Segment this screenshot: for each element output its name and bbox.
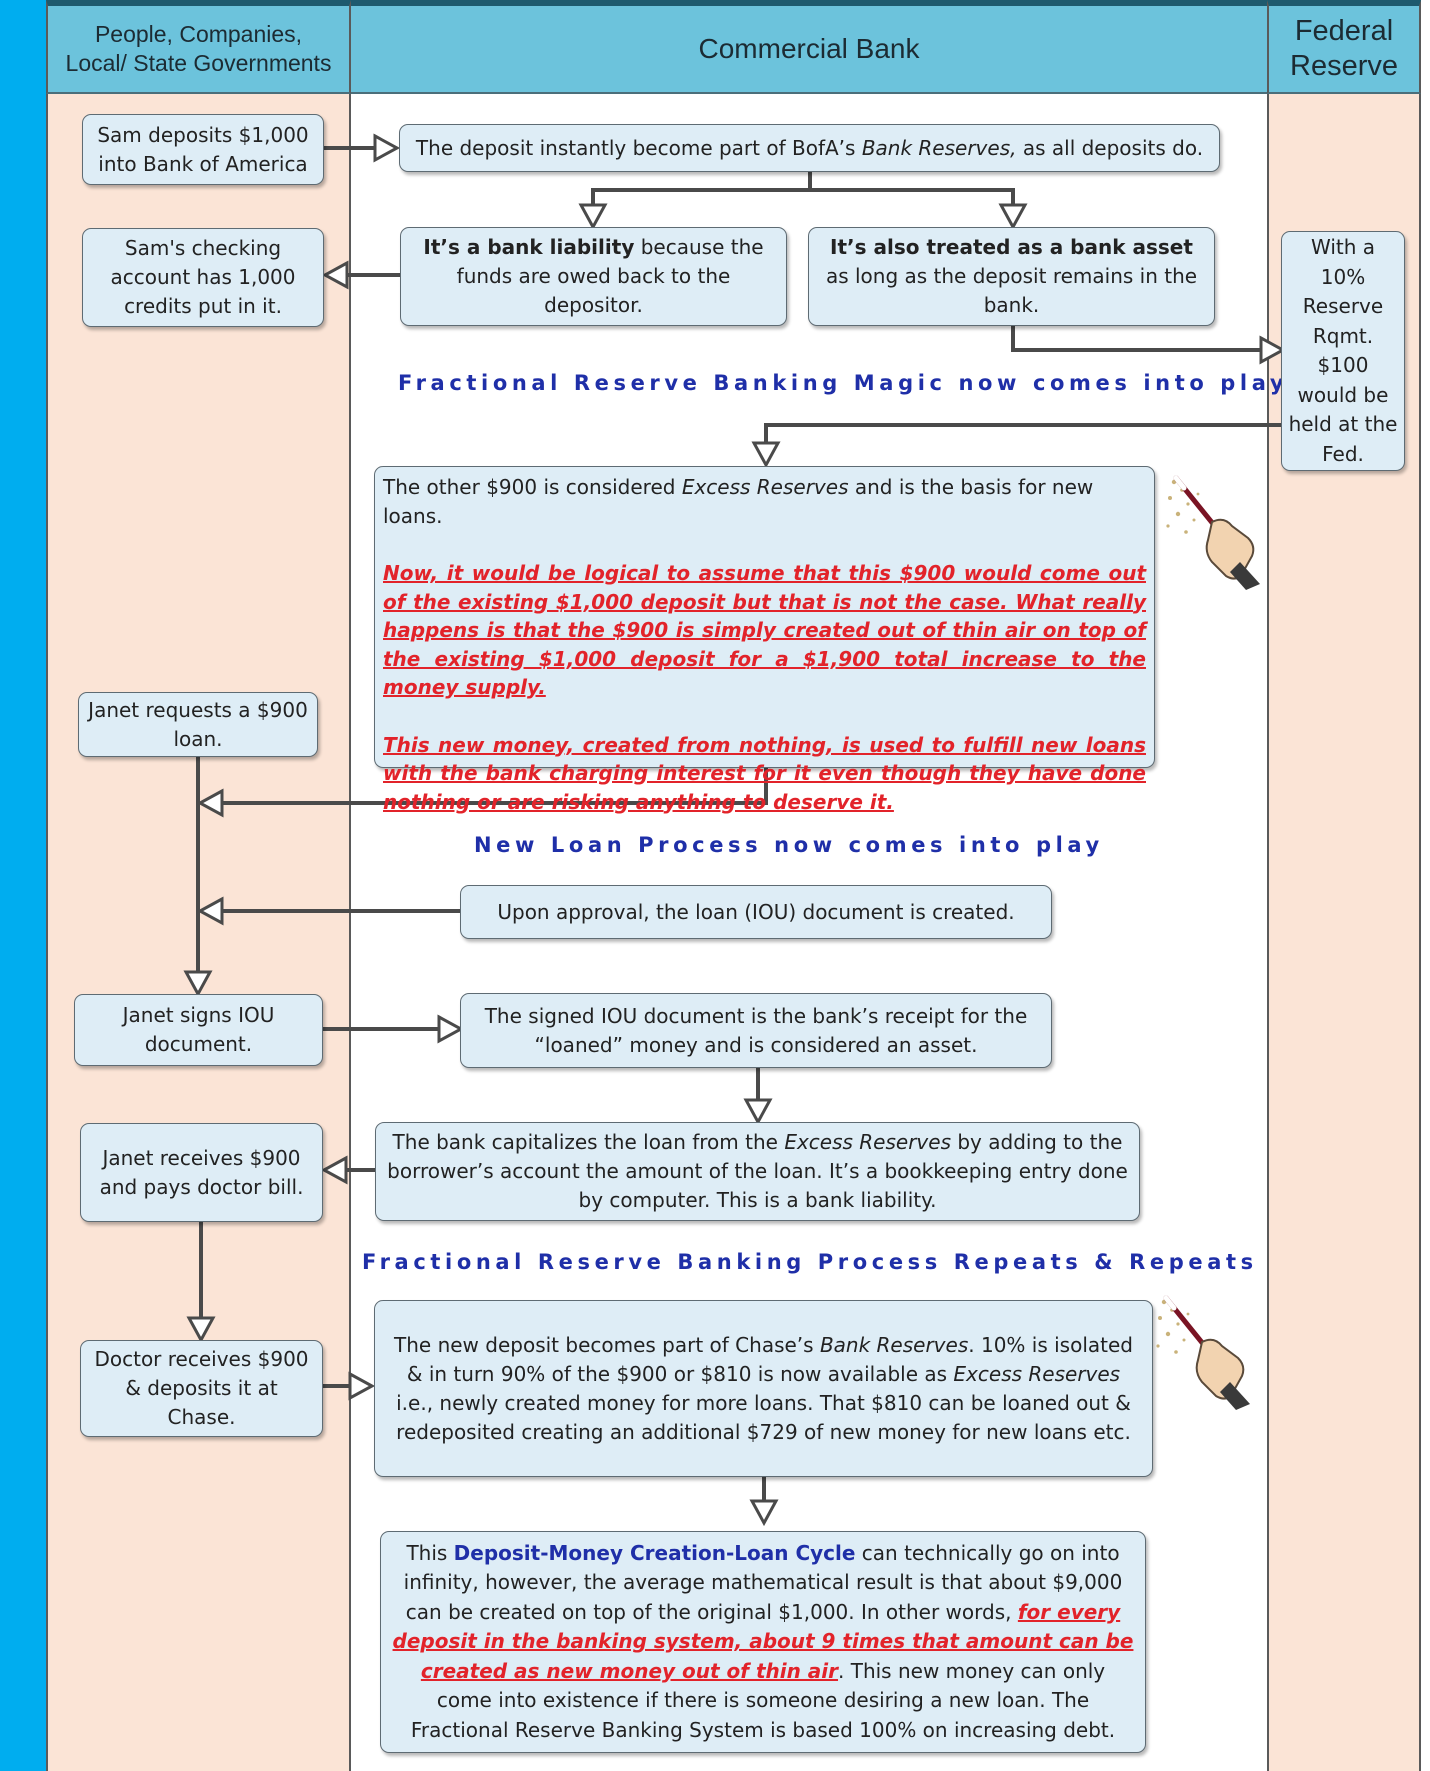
step-janet-signs-text: Janet signs IOU document. (122, 1003, 275, 1056)
step-excess-reserves: The other $900 is considered Excess Rese… (374, 466, 1155, 814)
step-bank-reserves-text: The deposit instantly become part of Bof… (416, 134, 1203, 163)
magic-wand-icon (1166, 475, 1260, 590)
step-janet-requests: Janet requests a $900 loan. (78, 692, 318, 757)
text-fragment: by adding to the borrower’s account the … (387, 1130, 1128, 1212)
text-fragment: This (406, 1540, 454, 1565)
text-fragment: The other $900 is considered (383, 475, 682, 499)
step-janet-receives-text: Janet receives $900 and pays doctor bill… (99, 1145, 304, 1199)
text-emphasis: Bank Reserves, (861, 135, 1017, 160)
text-bold: It’s also treated as a bank asset (830, 235, 1193, 259)
text-fragment: i.e., newly created money for more loans… (396, 1390, 1131, 1444)
step-iou-receipt: The signed IOU document is the bank’s re… (460, 993, 1052, 1068)
step-sam-checking-text: Sam's checking account has 1,000 credits… (110, 236, 296, 318)
arrowhead-down (578, 203, 608, 231)
arrowhead-left (196, 896, 224, 926)
arrowhead-down (183, 970, 213, 998)
step-iou-created: Upon approval, the loan (IOU) document i… (460, 885, 1052, 939)
step-bank-liability: It’s a bank liability because the funds … (400, 227, 787, 326)
step-bank-reserves: The deposit instantly become part of Bof… (399, 124, 1220, 172)
arrow-excess-to-janet (218, 766, 768, 805)
lane-header-fed-label: Federal Reserve (1290, 15, 1398, 82)
lane-header-bank-label: Commercial Bank (698, 33, 920, 64)
step-capitalize-loan-text: The bank capitalizes the loan from the E… (384, 1128, 1131, 1215)
left-edge-strip (0, 0, 46, 1771)
text-emphasis: Bank Reserves (819, 1332, 969, 1357)
step-capitalize-loan: The bank capitalizes the loan from the E… (375, 1122, 1140, 1221)
text-fragment: as long as the deposit remains in the ba… (825, 264, 1198, 317)
arrow-fed-to-excess (764, 423, 1283, 447)
step-fed-reserve-text: With a 10% Reserve Rqmt. $100 would be h… (1288, 235, 1398, 466)
arrowhead-down (749, 1499, 779, 1527)
arrowhead-left (320, 1155, 348, 1185)
step-money-creation-cycle-text: This Deposit-Money Creation-Loan Cycle c… (391, 1539, 1135, 1746)
step-sam-deposits-text: Sam deposits $1,000 into Bank of America (97, 122, 309, 176)
text-fragment: because the funds are owed back to the d… (456, 235, 764, 317)
arrowhead-right (348, 1371, 376, 1401)
arrowhead-down (743, 1098, 773, 1126)
text-emphasis: Excess Reserves (953, 1361, 1121, 1386)
step-bank-liability-text: It’s a bank liability because the funds … (409, 233, 778, 320)
text-fragment: can technically go on into infinity, how… (403, 1540, 1123, 1624)
step-doctor-deposits: Doctor receives $900 & deposits it at Ch… (80, 1340, 323, 1437)
arrowhead-left (321, 260, 349, 290)
text-fragment: The new deposit becomes part of Chase’s (394, 1332, 820, 1357)
arrowhead-down (998, 203, 1028, 231)
text-bold: It’s a bank liability (423, 235, 635, 259)
text-fragment: The bank capitalizes the loan from the (392, 1130, 785, 1154)
text-fragment: as all deposits do. (1016, 135, 1204, 160)
step-excess-reserves-warning: Now, it would be logical to assume that … (383, 561, 1146, 699)
text-fragment: and is the basis for new loans. (383, 475, 1094, 528)
step-sam-deposits: Sam deposits $1,000 into Bank of America (82, 114, 324, 185)
banner-new-loan: New Loan Process now comes into play (474, 833, 1104, 857)
magic-wand-icon (1156, 1295, 1250, 1410)
step-bank-asset: It’s also treated as a bank asset as lon… (808, 227, 1215, 326)
step-excess-reserves-new-money: This new money, created from nothing, is… (383, 732, 1146, 814)
step-iou-receipt-text: The signed IOU document is the bank’s re… (484, 1003, 1028, 1057)
arrowhead-down (186, 1316, 216, 1344)
lane-header-people: People, Companies, Local/ State Governme… (46, 0, 351, 94)
lane-header-bank: Commercial Bank (351, 0, 1267, 94)
lane-header-people-label: People, Companies, Local/ State Governme… (65, 21, 332, 76)
text-emphasis: Excess Reserves (681, 475, 849, 499)
step-chase-deposit: The new deposit becomes part of Chase’s … (374, 1300, 1153, 1477)
arrowhead-right (373, 133, 401, 163)
step-janet-receives: Janet receives $900 and pays doctor bill… (80, 1123, 323, 1222)
step-janet-requests-text: Janet requests a $900 loan. (88, 697, 308, 751)
text-fragment: The deposit instantly become part of Bof… (415, 135, 862, 160)
lane-header-fed: Federal Reserve (1267, 0, 1421, 94)
step-doctor-deposits-text: Doctor receives $900 & deposits it at Ch… (94, 1347, 309, 1429)
step-fed-reserve: With a 10% Reserve Rqmt. $100 would be h… (1281, 231, 1405, 471)
text-highlight: Deposit-Money Creation-Loan Cycle (453, 1540, 856, 1565)
wand-sleeve (1220, 1382, 1250, 1410)
text-fragment: . This new money can only come into exis… (410, 1658, 1116, 1742)
step-sam-checking: Sam's checking account has 1,000 credits… (82, 228, 324, 327)
step-iou-created-text: Upon approval, the loan (IOU) document i… (497, 899, 1015, 924)
banner-reserve-magic: Fractional Reserve Banking Magic now com… (398, 371, 1289, 395)
arrowhead-right (1259, 335, 1287, 365)
text-fragment: . 10% is isolated & in turn 90% of the $… (406, 1332, 1133, 1386)
step-excess-reserves-intro: The other $900 is considered Excess Rese… (383, 473, 1146, 530)
text-emphasis: Excess Reserves (784, 1130, 951, 1154)
arrowhead-down (751, 441, 781, 469)
text-warning: for every deposit in the banking system,… (392, 1599, 1134, 1683)
arrowhead-right (437, 1014, 465, 1044)
step-bank-asset-text: It’s also treated as a bank asset as lon… (817, 233, 1206, 320)
wand-sleeve (1230, 562, 1260, 590)
wand-sparkles (1156, 1299, 1190, 1354)
arrowhead-left (196, 788, 224, 818)
step-chase-deposit-text: The new deposit becomes part of Chase’s … (389, 1331, 1138, 1447)
step-money-creation-cycle: This Deposit-Money Creation-Loan Cycle c… (380, 1531, 1146, 1753)
banner-process-repeats: Fractional Reserve Banking Process Repea… (362, 1250, 1258, 1274)
arrow-asset-to-fed (1011, 325, 1265, 352)
step-janet-signs: Janet signs IOU document. (74, 994, 323, 1066)
